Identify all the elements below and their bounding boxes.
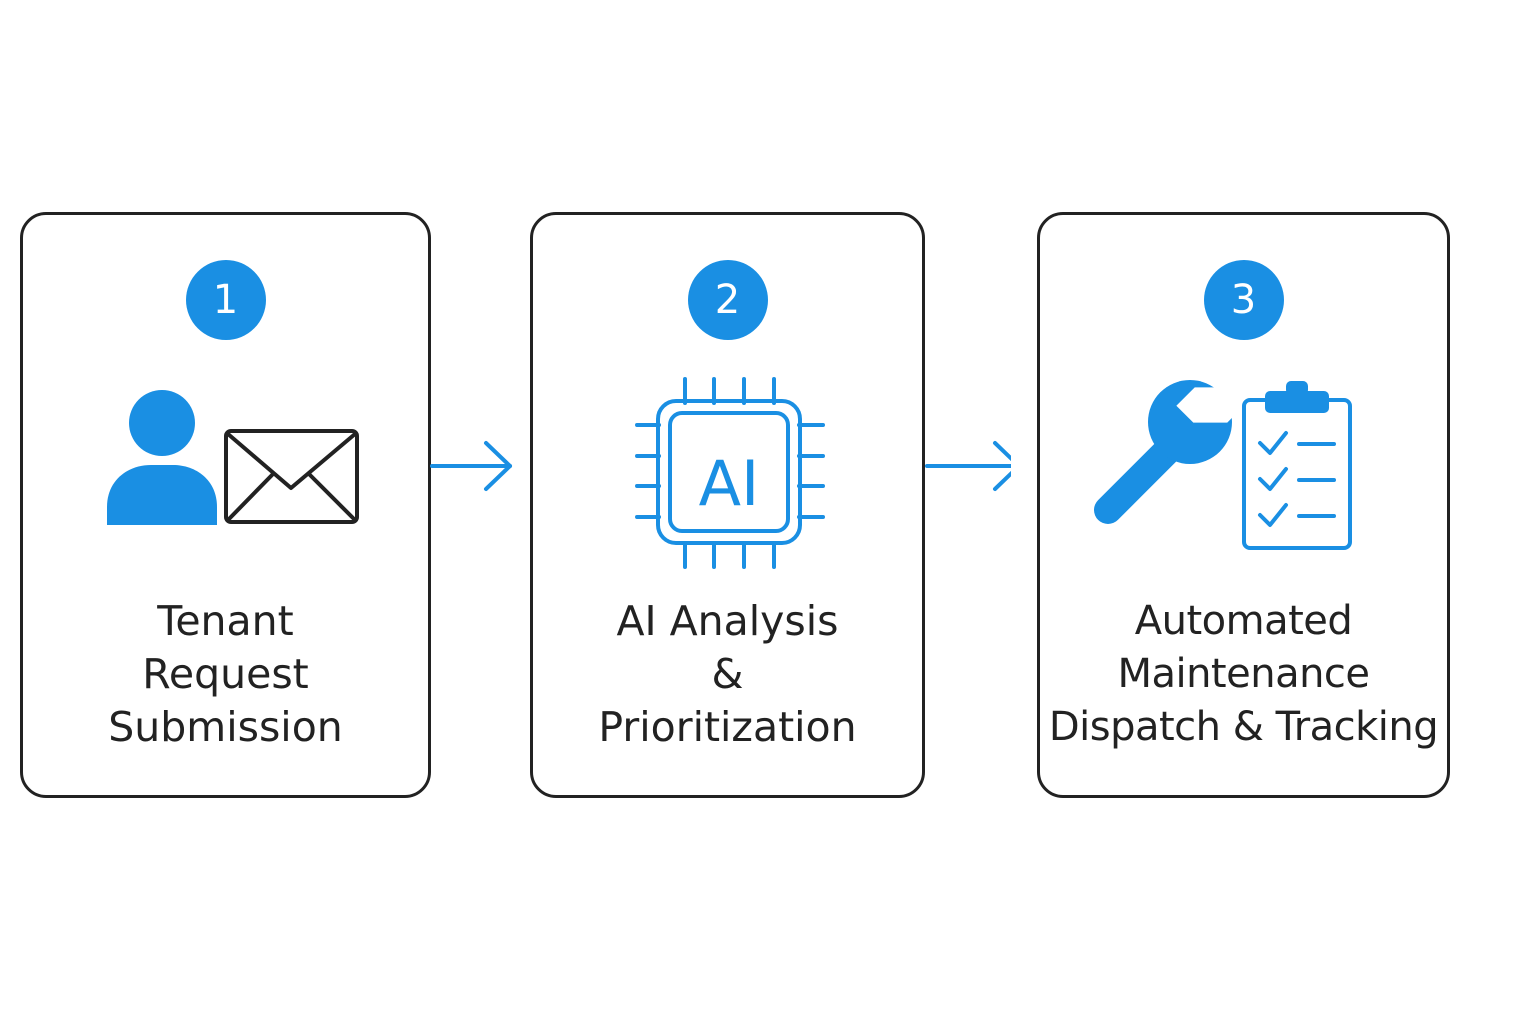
step-label-line: Tenant xyxy=(157,597,294,645)
checklist-clipboard-icon xyxy=(1242,381,1352,550)
step-label-line: Submission xyxy=(108,703,343,751)
step-card-ai-analysis: 2 AI AI Analysis & Prioritization xyxy=(530,212,925,798)
step-label-line: Maintenance xyxy=(1117,651,1370,697)
step-number-badge: 3 xyxy=(1203,260,1284,340)
step-label: AI Analysis & Prioritization xyxy=(533,595,922,754)
ai-chip-icon: AI xyxy=(635,377,825,569)
arrow-right-icon xyxy=(925,441,1011,491)
step-label-line: AI Analysis xyxy=(616,597,839,645)
step-number-badge: 1 xyxy=(185,260,266,340)
step-label-line: Prioritization xyxy=(598,703,857,751)
wrench-clipboard-icon xyxy=(1094,380,1352,550)
step-card-tenant-request: 1 Tenant Request Submission xyxy=(20,212,431,798)
step-card-automated-dispatch: 3 Automated Maintenance Dispatch & Track… xyxy=(1037,212,1450,798)
ai-chip-label: AI xyxy=(699,447,760,520)
step-label-line: & xyxy=(711,650,744,698)
arrow-right-icon xyxy=(430,441,512,491)
step-label: Tenant Request Submission xyxy=(23,595,428,754)
step-label: Automated Maintenance Dispatch & Trackin… xyxy=(1040,595,1447,754)
step-number-badge: 2 xyxy=(687,260,768,340)
step-label-line: Automated xyxy=(1134,598,1353,644)
step-label-line: Dispatch & Tracking xyxy=(1048,704,1439,750)
wrench-icon xyxy=(1094,380,1246,524)
user-envelope-icon xyxy=(107,390,359,525)
step-label-line: Request xyxy=(142,650,309,698)
